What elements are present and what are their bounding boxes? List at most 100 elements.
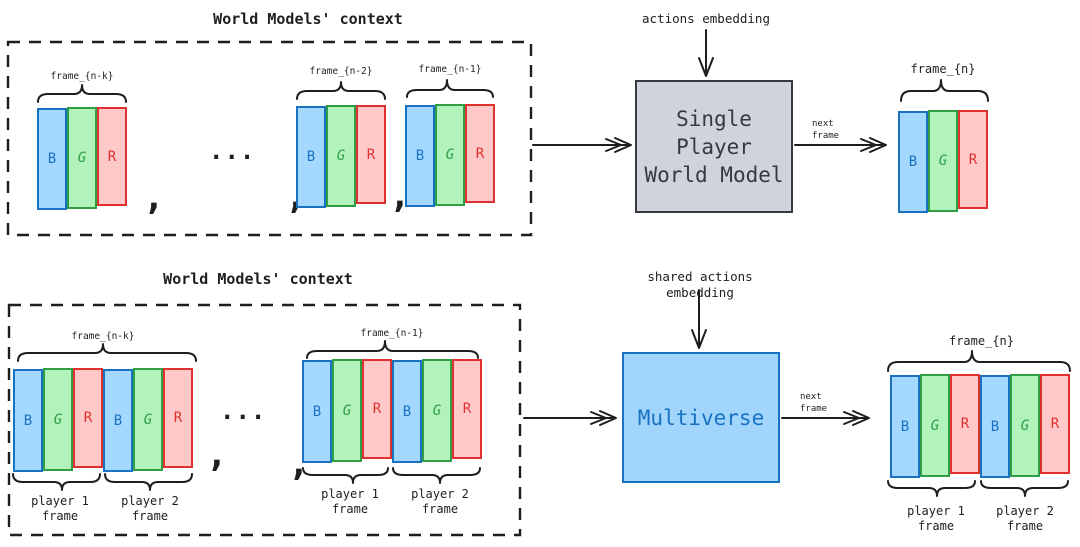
player-label-line2: frame [331, 502, 369, 516]
channel-r-label: R [968, 151, 978, 168]
channel-b: B [103, 369, 133, 472]
player-label-line2: frame [421, 502, 459, 516]
overbrace-bottom-frame-nk [17, 343, 197, 362]
channel-b-label: B [113, 412, 123, 429]
channel-g-label: G [1020, 417, 1030, 434]
channel-r: R [452, 359, 482, 459]
arrow-context-to-singleplayer [532, 137, 632, 153]
channel-r: R [958, 110, 988, 209]
next-frame-line2: frame [812, 131, 840, 141]
channel-r-label: R [173, 410, 183, 426]
overbrace-bottom-frame-n1 [306, 340, 479, 359]
arrow-actions-to-singleplayer [698, 29, 714, 77]
channel-b-label: B [415, 148, 425, 164]
context-title-bottom: World Models' context [163, 270, 353, 288]
player-label-line1: player 2 [996, 504, 1054, 518]
frame-label: frame_{n-k} [50, 71, 114, 82]
channel-g-label: G [445, 147, 455, 163]
comma: , [143, 177, 165, 218]
channel-r: R [97, 107, 127, 206]
next-frame-label: next frame [800, 391, 827, 415]
next-frame-line2: frame [800, 404, 828, 414]
channel-g: G [43, 368, 73, 471]
channel-r-label: R [83, 410, 93, 426]
channel-r-label: R [107, 148, 117, 165]
channel-b: B [392, 360, 422, 463]
model-name-line: World Model [644, 162, 784, 187]
channel-r-label: R [462, 401, 472, 417]
channel-g: G [1010, 374, 1040, 477]
channel-g-label: G [938, 153, 948, 169]
channel-b: B [980, 375, 1010, 478]
channel-g: G [422, 359, 452, 462]
overbrace-top-frame-n [900, 79, 989, 102]
next-frame-label: next frame [812, 118, 839, 142]
ellipsis: ... [220, 397, 267, 425]
context-title-top: World Models' context [213, 10, 403, 28]
channel-g-label: G [930, 417, 940, 434]
player1-frame-label: player 1 frame [894, 504, 978, 534]
channel-g-label: G [77, 150, 87, 166]
comma: , [206, 434, 228, 475]
channel-b-label: B [900, 418, 910, 435]
channel-b-label: B [312, 403, 322, 420]
channel-r-label: R [372, 401, 382, 417]
underbrace-out-player2 [980, 480, 1069, 497]
channel-r-label: R [366, 146, 376, 163]
channel-g: G [435, 104, 465, 206]
player-label-line1: player 1 [321, 487, 379, 501]
channel-r: R [950, 374, 980, 474]
player-label-line2: frame [1006, 519, 1044, 533]
shared-actions-line2: embedding [666, 284, 734, 300]
shared-actions-line1: shared actions [647, 269, 753, 284]
channel-r: R [362, 359, 392, 459]
channel-r-label: R [960, 416, 970, 432]
context-dashed-box-top [6, 40, 533, 237]
context-frame: B G R [405, 104, 495, 207]
frame-label: frame_{n-k} [71, 331, 135, 342]
channel-b-label: B [23, 412, 33, 429]
next-frame-line1: next [800, 392, 822, 402]
context-frame: B G R [37, 107, 127, 210]
channel-b-label: B [990, 418, 1000, 435]
arrow-singleplayer-to-frame [794, 137, 887, 153]
channel-g: G [326, 105, 356, 207]
player1-frame-label: player 1 frame [18, 494, 102, 524]
channel-r: R [73, 368, 103, 468]
channel-b: B [890, 375, 920, 478]
channel-b: B [13, 369, 43, 472]
context-frame-double: B G R B G R [302, 359, 482, 463]
player1-frame-label: player 1 frame [308, 487, 392, 517]
channel-g: G [133, 368, 163, 471]
overbrace-top-frame-nk [37, 84, 127, 103]
channel-r: R [1040, 374, 1070, 474]
underbrace-nk-player1 [12, 473, 101, 491]
channel-r-label: R [1050, 416, 1060, 432]
channel-g: G [928, 110, 958, 212]
channel-g: G [920, 374, 950, 477]
context-frame: B G R [296, 105, 386, 208]
channel-b: B [898, 111, 928, 213]
output-frame-label: frame_{n} [910, 62, 976, 76]
channel-g: G [67, 107, 97, 209]
underbrace-n1-player1 [302, 467, 389, 484]
overbrace-top-frame-n2 [296, 81, 386, 100]
context-frame-double: B G R B G R [13, 368, 193, 472]
channel-r-label: R [475, 145, 485, 162]
output-frame: B G R [898, 110, 988, 213]
channel-b: B [296, 106, 326, 208]
channel-b-label: B [402, 403, 412, 420]
channel-g-label: G [53, 411, 63, 428]
channel-b: B [405, 105, 435, 207]
channel-g-label: G [143, 411, 153, 428]
player2-frame-label: player 2 frame [983, 504, 1067, 534]
channel-r: R [163, 368, 193, 468]
actions-embedding-label: actions embedding [642, 11, 770, 26]
model-name-line: Single [676, 106, 752, 131]
frame-label: frame_{n-1} [360, 328, 424, 339]
ellipsis: ... [209, 137, 256, 165]
arrow-context-to-multiverse [523, 410, 617, 426]
channel-b: B [37, 108, 67, 210]
